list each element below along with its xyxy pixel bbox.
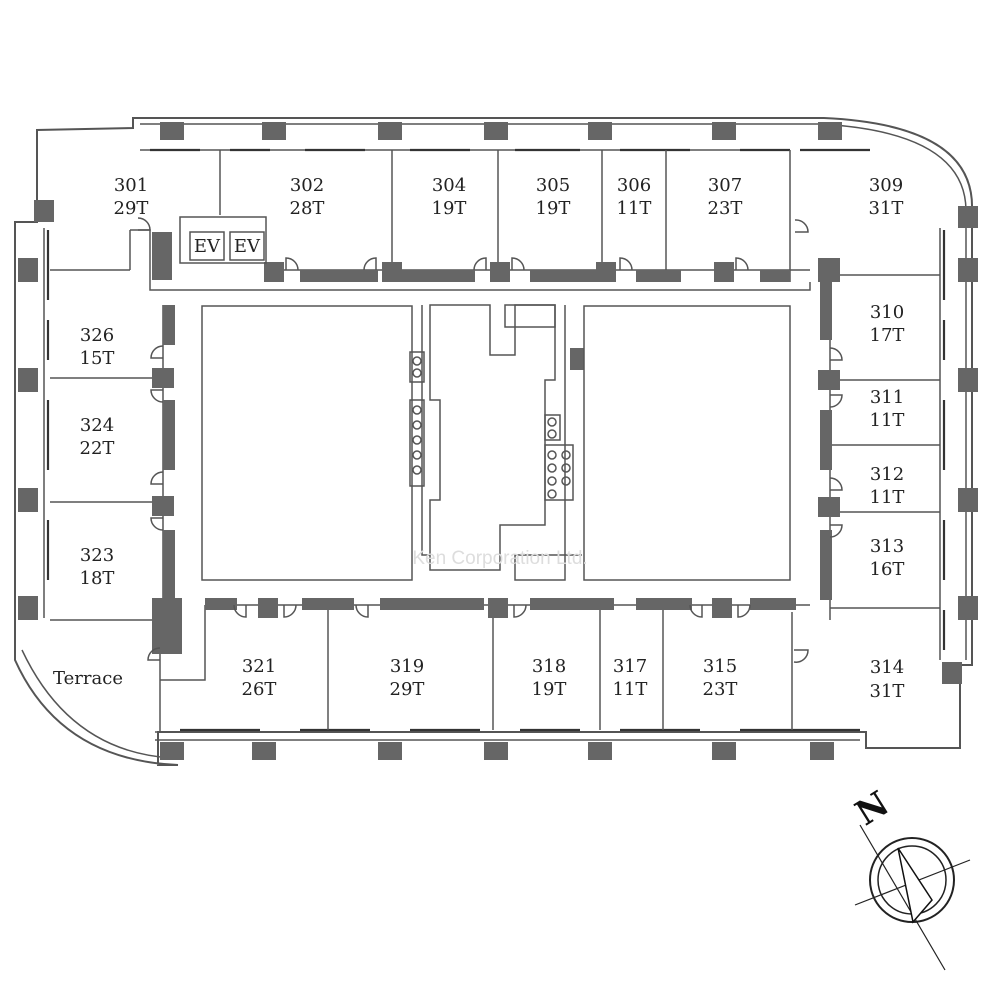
room-size: 23T (708, 198, 743, 219)
room-size: 29T (114, 198, 149, 219)
elevator-label: EV (234, 236, 261, 257)
outer-pillars (18, 122, 978, 760)
room-number: 304 (432, 175, 466, 196)
room-size: 26T (242, 679, 277, 700)
interior-pillars (152, 232, 840, 654)
room-number: 312 (870, 464, 904, 485)
doors (137, 217, 843, 663)
room-size: 17T (870, 325, 905, 346)
room-size: 31T (869, 198, 904, 219)
building-core (201, 304, 791, 581)
room-number: 311 (870, 387, 904, 408)
terrace-label: Terrace (53, 668, 123, 689)
north-arrow-icon (854, 824, 971, 971)
room-size: 15T (80, 348, 115, 369)
room-number: 319 (390, 656, 424, 677)
room-size: 18T (80, 568, 115, 589)
room-size: 16T (870, 559, 905, 580)
room-number: 321 (242, 656, 276, 677)
room-number: 301 (114, 175, 148, 196)
room-number: 315 (703, 656, 737, 677)
room-size: 11T (870, 410, 905, 431)
room-size: 11T (613, 679, 648, 700)
windows (46, 148, 946, 732)
room-number: 305 (536, 175, 570, 196)
room-walls (50, 150, 940, 732)
compass: N (849, 784, 971, 971)
room-number: 309 (869, 175, 903, 196)
room-size: 31T (870, 681, 905, 702)
room-size: 11T (617, 198, 652, 219)
room-number: 302 (290, 175, 324, 196)
room-number: 326 (80, 325, 114, 346)
north-label: N (849, 784, 897, 834)
room-size: 23T (703, 679, 738, 700)
room-number: 313 (870, 536, 904, 557)
watermark: Ken Corporation Ltd. (412, 548, 587, 569)
elevator-label: EV (194, 236, 221, 257)
room-size: 19T (532, 679, 567, 700)
room-number: 318 (532, 656, 566, 677)
elevator-bank[interactable]: EV EV (179, 216, 267, 264)
room-number: 317 (613, 656, 647, 677)
room-size: 19T (432, 198, 467, 219)
room-number: 306 (617, 175, 651, 196)
room-number: 324 (80, 415, 114, 436)
room-size: 28T (290, 198, 325, 219)
room-size: 22T (80, 438, 115, 459)
room-number: 307 (708, 175, 742, 196)
restroom-fixtures (409, 351, 574, 501)
room-size: 11T (870, 487, 905, 508)
room-number: 314 (870, 657, 904, 678)
room-number: 323 (80, 545, 114, 566)
room-size: 29T (390, 679, 425, 700)
room-number: 310 (870, 302, 904, 323)
room-size: 19T (536, 198, 571, 219)
